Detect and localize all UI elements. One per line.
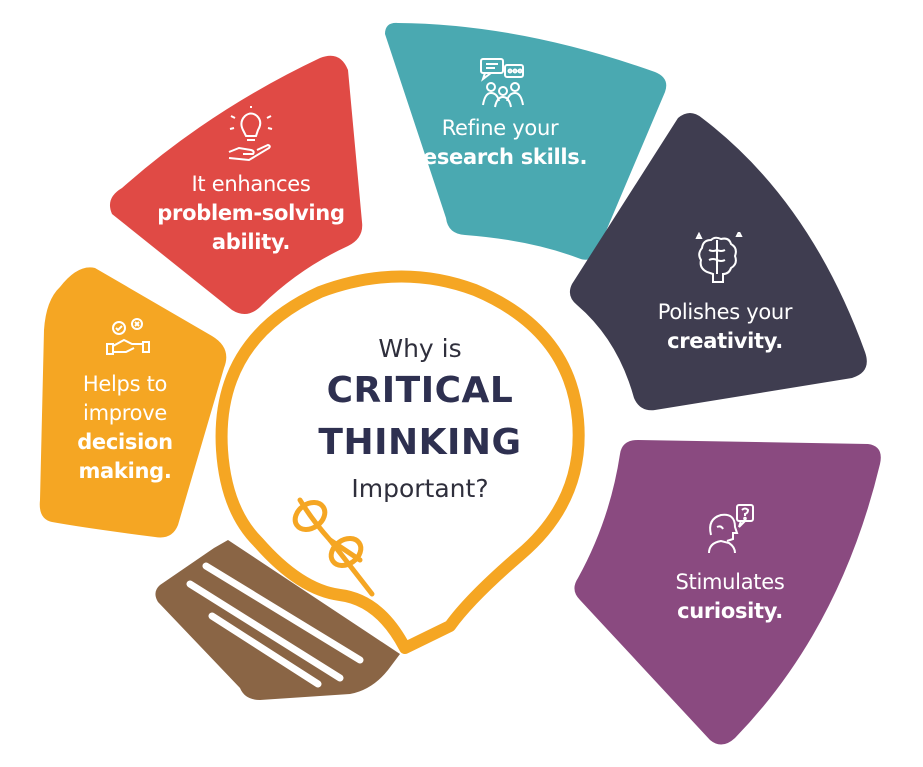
petal-creativity-lead: Polishes your: [657, 300, 793, 324]
petal-decision-text: Helps to improve decision making.: [50, 370, 200, 486]
center-line-critical: CRITICAL: [326, 370, 514, 411]
petal-research-lead: Refine your: [441, 116, 559, 140]
petal-problem-bold2: ability.: [211, 230, 291, 254]
petal-curiosity-text: Stimulates curiosity.: [640, 568, 820, 626]
decision-icon: [106, 318, 150, 355]
petal-decision: [39, 267, 227, 538]
petal-creativity-bold: creativity.: [667, 329, 783, 353]
petal-curiosity: [574, 440, 881, 745]
lightbulb-hand-icon: [228, 106, 273, 162]
petal-research-text: Refine your research skills.: [400, 114, 600, 172]
petal-decision-lead2: improve: [83, 401, 167, 425]
petal-decision-lead1: Helps to: [82, 372, 168, 396]
petal-decision-bold2: making.: [78, 459, 172, 483]
petal-curiosity-bold: curiosity.: [677, 599, 783, 623]
petal-creativity-text: Polishes your creativity.: [630, 298, 820, 356]
petal-decision-bold1: decision: [77, 430, 173, 454]
thinking-person-icon: [708, 504, 754, 554]
center-line-thinking: THINKING: [318, 422, 522, 463]
petal-curiosity-lead: Stimulates: [675, 570, 785, 594]
lightbulb: [155, 270, 585, 700]
petal-problem: [109, 55, 363, 314]
petal-creativity: [569, 113, 867, 411]
petal-problem-lead: It enhances: [191, 172, 311, 196]
petal-research: [385, 22, 667, 260]
center-line-why: Why is: [378, 334, 462, 363]
petal-research-bold: research skills.: [412, 145, 588, 169]
brain-icon: [695, 232, 743, 283]
research-icon: [480, 58, 524, 108]
center-line-important: Important?: [351, 474, 489, 503]
petal-problem-bold1: problem-solving: [157, 201, 345, 225]
petal-problem-text: It enhances problem-solving ability.: [140, 170, 362, 257]
